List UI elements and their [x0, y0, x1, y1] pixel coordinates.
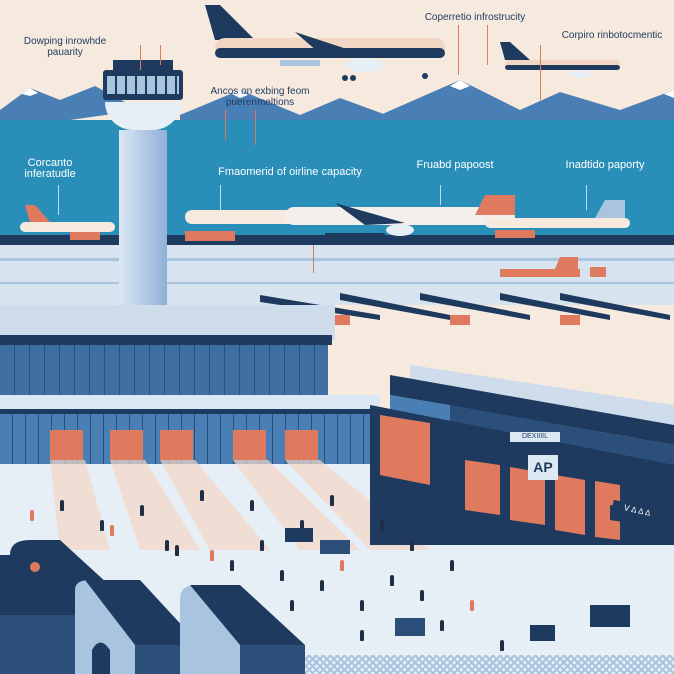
- baggage-cart-icon: [500, 257, 606, 277]
- airplane-icon: [205, 5, 445, 81]
- terminal-edge: [0, 409, 380, 414]
- foreground-buildings: [0, 540, 305, 674]
- airplane-icon: [260, 293, 670, 325]
- airplane-icon: [500, 42, 620, 78]
- baggage-cart: [395, 618, 425, 636]
- apron-stripe: [0, 282, 674, 284]
- gate-door: [110, 430, 143, 460]
- terminal-sign: AP: [528, 455, 558, 480]
- right-terminal: [370, 365, 674, 545]
- label-top-right: Corpiro rinbotocmentic: [561, 30, 663, 41]
- label-sea-right-a: Fruabd papoost: [416, 159, 494, 171]
- gate-door: [285, 430, 318, 460]
- label-mid-upper: Ancos on exbing feom puerenmeltions: [210, 86, 310, 108]
- label-sea-center: Fmaomerid of oirline capacity: [218, 166, 362, 178]
- apron-stripe: [0, 258, 674, 261]
- terminal-glass: [0, 345, 328, 395]
- airplane-icon: [185, 195, 515, 241]
- terminal-roof: [0, 305, 335, 340]
- terminal-roof-edge: [0, 335, 332, 345]
- gate-door: [233, 430, 266, 460]
- control-tower: [103, 60, 183, 315]
- terminal-floor: [0, 395, 380, 409]
- baggage-cart: [320, 540, 350, 554]
- label-top-center: Coperretio infrostrucity: [424, 12, 526, 23]
- gate-door: [160, 430, 193, 460]
- airplane-icon: [20, 205, 115, 240]
- label-sea-left: Corcanto inferatudle: [24, 157, 76, 180]
- label-sea-right-b: Inadtido paporty: [565, 159, 645, 171]
- terminal-banner: DEXIIIIL: [510, 432, 560, 442]
- baggage-cart: [590, 605, 630, 627]
- fence: [305, 655, 674, 674]
- gate-door: [50, 430, 83, 460]
- baggage-cart: [530, 625, 555, 641]
- label-top-left: Dowping inrowhde pauarity: [23, 36, 107, 58]
- baggage-cart: [285, 528, 313, 542]
- airplane-icon: [485, 200, 630, 238]
